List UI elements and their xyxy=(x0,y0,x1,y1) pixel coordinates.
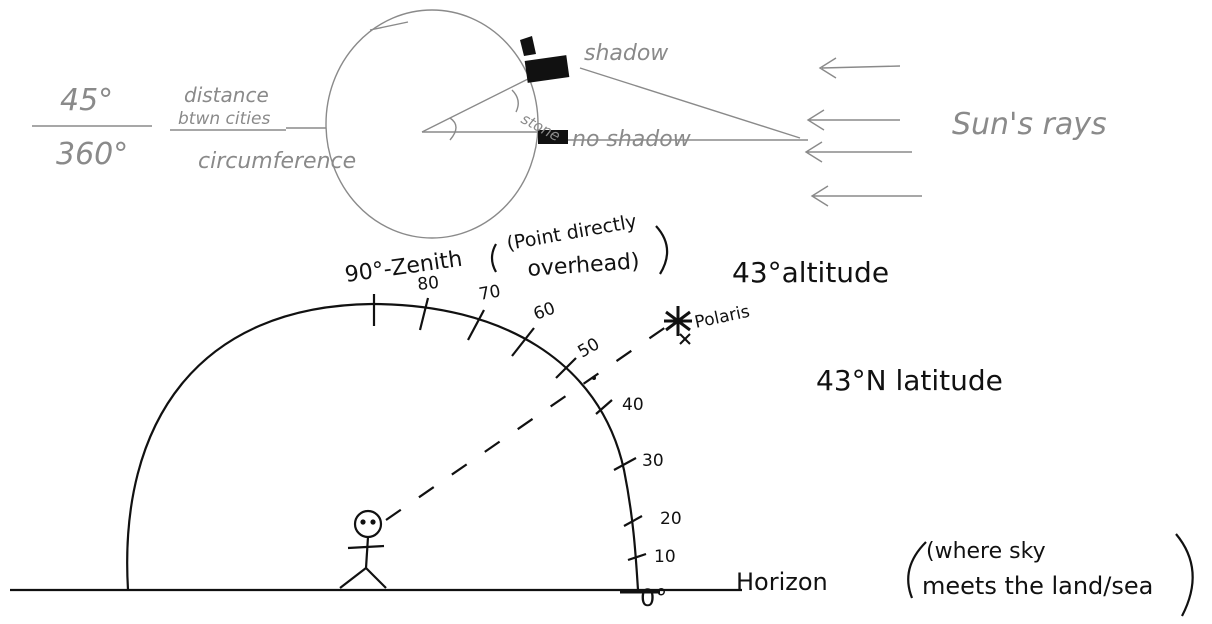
circumference-label: circumference xyxy=(198,149,356,174)
fraction-denominator: 360° xyxy=(56,137,128,172)
sight-line-to-polaris xyxy=(385,319,677,521)
eratosthenes-sketch xyxy=(32,9,922,239)
degree-label-50: 50 xyxy=(575,334,604,362)
zenith-note-bracket xyxy=(490,243,497,273)
sun-ray-arrow xyxy=(818,57,901,79)
shadow-ray-line xyxy=(579,67,801,139)
celestial-sketch xyxy=(10,225,1194,617)
tick-70 xyxy=(467,309,485,341)
polaris-star-icon xyxy=(664,306,692,345)
dome-dot xyxy=(592,376,596,380)
sun-rays-label: Sun's rays xyxy=(952,107,1107,142)
shadow-label: shadow xyxy=(584,41,669,66)
degree-label-10: 10 xyxy=(654,547,676,567)
observer-head xyxy=(353,509,383,539)
stone-mark xyxy=(511,89,519,113)
observer-stick-figure xyxy=(339,509,387,589)
degree-label-40: 40 xyxy=(622,395,644,415)
tick-60 xyxy=(511,327,535,357)
altitude-label: 43°altitude xyxy=(732,256,889,289)
distance-label: distance xyxy=(184,83,269,107)
zenith-note-line1: (Point directly xyxy=(505,210,638,254)
degree-ticks xyxy=(372,294,647,562)
horizon-note-line2: meets the land/sea xyxy=(922,572,1153,600)
sun-ray-arrow xyxy=(810,185,922,207)
latitude-label: 43°N latitude xyxy=(816,364,1003,397)
circle-mark xyxy=(369,21,409,31)
zenith-note-bracket-right xyxy=(655,225,669,275)
shadow-block xyxy=(520,36,570,83)
polaris-label: Polaris xyxy=(693,302,752,333)
earth-circle xyxy=(325,9,539,239)
angle-arc xyxy=(449,117,457,141)
tick-20 xyxy=(623,515,643,527)
no-shadow-label: no shadow xyxy=(572,127,692,152)
degree-label-60: 60 xyxy=(531,299,558,325)
sky-dome xyxy=(126,302,640,591)
tick-10 xyxy=(627,552,647,562)
no-shadow-block xyxy=(538,130,568,144)
horizon-label: Horizon xyxy=(736,568,828,596)
sun-ray-arrow xyxy=(804,141,912,163)
sun-ray-arrow xyxy=(806,109,900,131)
degree-label-20: 20 xyxy=(660,509,682,529)
degree-label-70: 70 xyxy=(477,281,502,304)
angle-line-to-shadow xyxy=(421,77,531,133)
distance-label-line2: btwn cities xyxy=(178,109,270,129)
tick-80 xyxy=(418,297,430,331)
horizon-note-bracket-right xyxy=(1175,533,1194,617)
degree-label-30: 30 xyxy=(642,451,664,471)
sun-ray-arrows xyxy=(804,57,922,207)
horizon-note-line1: (where sky xyxy=(926,539,1046,564)
degree-label-0: 0° xyxy=(640,584,667,612)
fraction-numerator: 45° xyxy=(60,83,113,118)
tick-30 xyxy=(613,457,637,471)
observer-eye-left xyxy=(360,519,366,525)
tick-40 xyxy=(595,399,613,415)
tick-50 xyxy=(555,357,577,379)
observer-eye-right xyxy=(370,519,376,525)
horizon-note-bracket xyxy=(907,541,927,599)
zenith-note-line2: overhead) xyxy=(527,249,641,282)
zenith-label: 90°-Zenith xyxy=(343,247,464,288)
degree-label-80: 80 xyxy=(416,273,440,295)
